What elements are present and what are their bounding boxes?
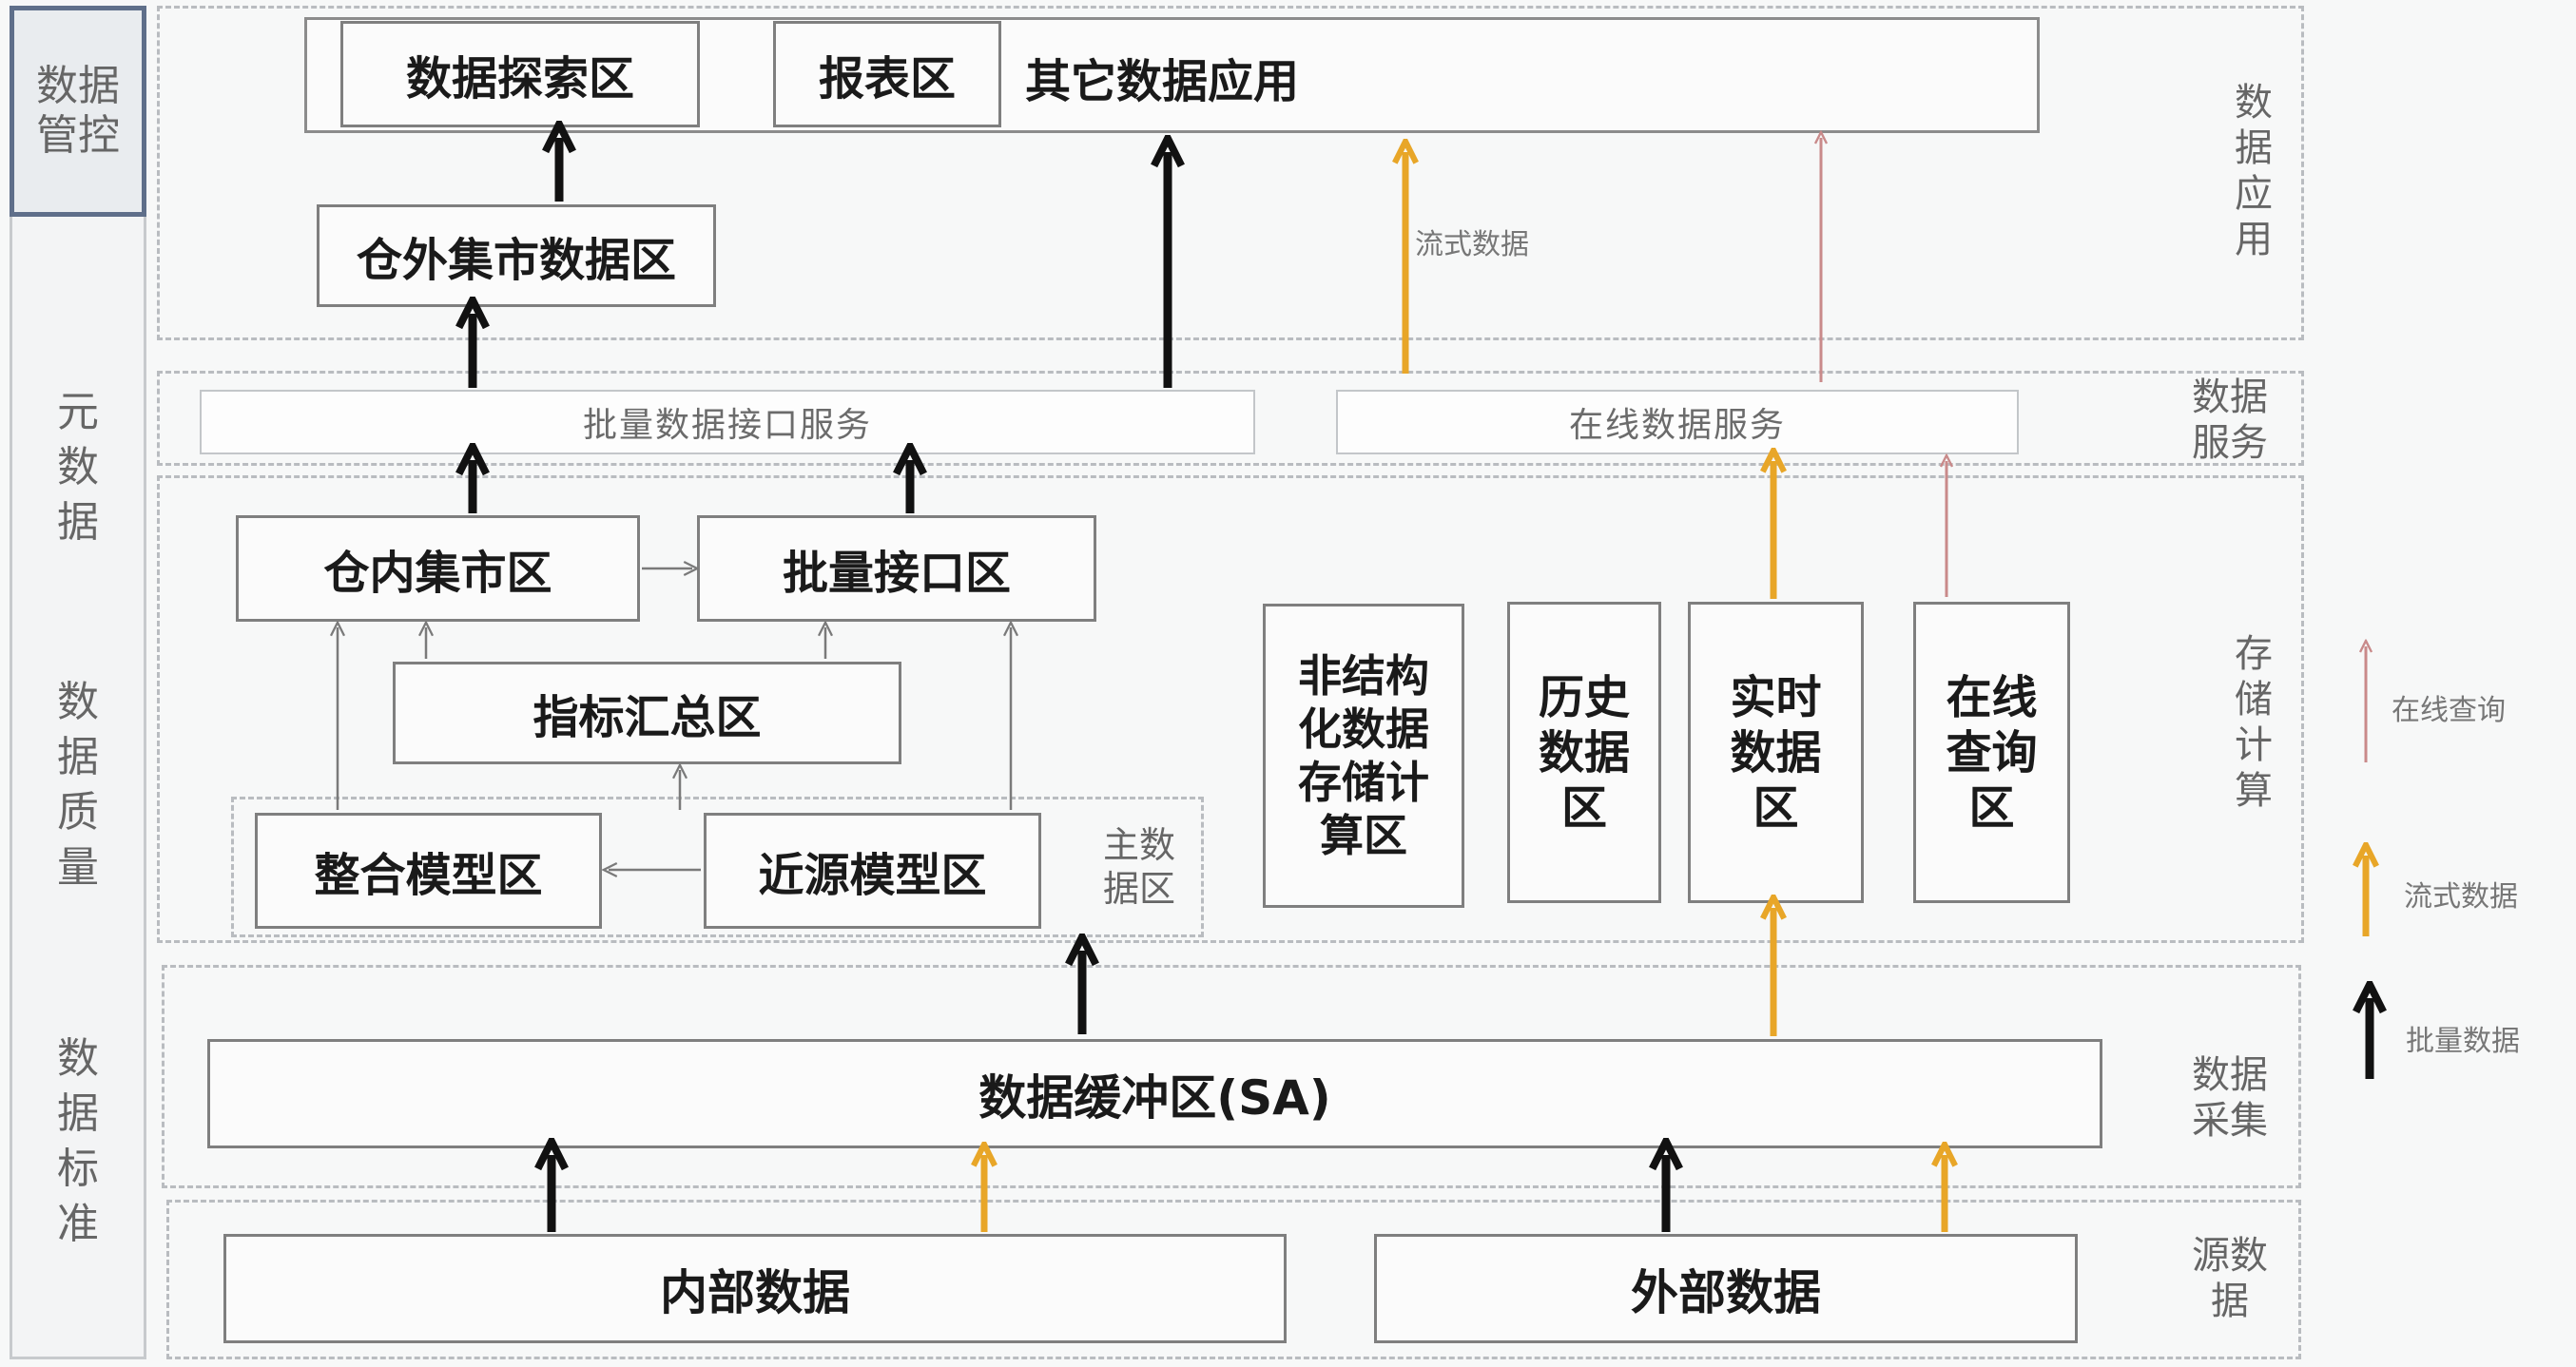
online-query-zone: 在线 查询 区 bbox=[1913, 602, 2070, 903]
app-layer-panel bbox=[157, 6, 2304, 340]
unstructured-storage-zone: 非结构 化数据 存储计 算区 bbox=[1263, 604, 1464, 908]
layer-label-collect: 数据 采集 bbox=[2192, 1053, 2268, 1143]
legend-online-query: 在线查询 bbox=[2392, 694, 2506, 727]
data-buffer-zone: 数据缓冲区(SA) bbox=[207, 1039, 2102, 1148]
service-layer-panel bbox=[157, 371, 2304, 466]
data-standard-label: 数 据 标 准 bbox=[57, 1034, 99, 1248]
source-layer-panel bbox=[166, 1200, 2301, 1359]
layer-label-storage: 存 储 计 算 bbox=[2235, 632, 2273, 813]
internal-data: 内部数据 bbox=[223, 1234, 1287, 1343]
collect-layer-panel bbox=[162, 965, 2301, 1188]
legend-batch-data: 批量数据 bbox=[2406, 1025, 2520, 1058]
data-explore-zone: 数据探索区 bbox=[340, 21, 700, 127]
governance-column bbox=[10, 6, 146, 1359]
metadata-label: 元 数 据 bbox=[57, 388, 99, 547]
near-source-model-zone: 近源模型区 bbox=[704, 813, 1041, 929]
integrated-model-zone: 整合模型区 bbox=[255, 813, 602, 929]
realtime-data-zone: 实时 数据 区 bbox=[1688, 602, 1864, 903]
storage-layer-panel bbox=[157, 475, 2304, 943]
layer-label-source: 源数 据 bbox=[2192, 1234, 2268, 1323]
master-data-label: 主数 据区 bbox=[1102, 824, 1175, 910]
report-zone: 报表区 bbox=[773, 21, 1001, 127]
indicator-summary-zone: 指标汇总区 bbox=[393, 662, 901, 764]
data-quality-label: 数 据 质 量 bbox=[57, 678, 99, 892]
external-mart-zone: 仓外集市数据区 bbox=[317, 204, 716, 307]
online-data-service: 在线数据服务 bbox=[1336, 390, 2019, 454]
layer-label-app: 数 据 应 用 bbox=[2235, 81, 2273, 261]
batch-interface-service: 批量数据接口服务 bbox=[200, 390, 1255, 454]
other-data-apps: 其它数据应用 bbox=[1025, 55, 1300, 108]
master-data-zone bbox=[231, 797, 1204, 937]
stream-data-label: 流式数据 bbox=[1415, 228, 1529, 261]
legend-stream-data: 流式数据 bbox=[2404, 880, 2518, 914]
internal-mart-zone: 仓内集市区 bbox=[236, 515, 640, 622]
governance-title: 数据 管控 bbox=[10, 6, 146, 217]
batch-interface-zone: 批量接口区 bbox=[697, 515, 1096, 622]
layer-label-service: 数据 服务 bbox=[2192, 375, 2268, 465]
external-data: 外部数据 bbox=[1374, 1234, 2078, 1343]
history-data-zone: 历史 数据 区 bbox=[1507, 602, 1661, 903]
